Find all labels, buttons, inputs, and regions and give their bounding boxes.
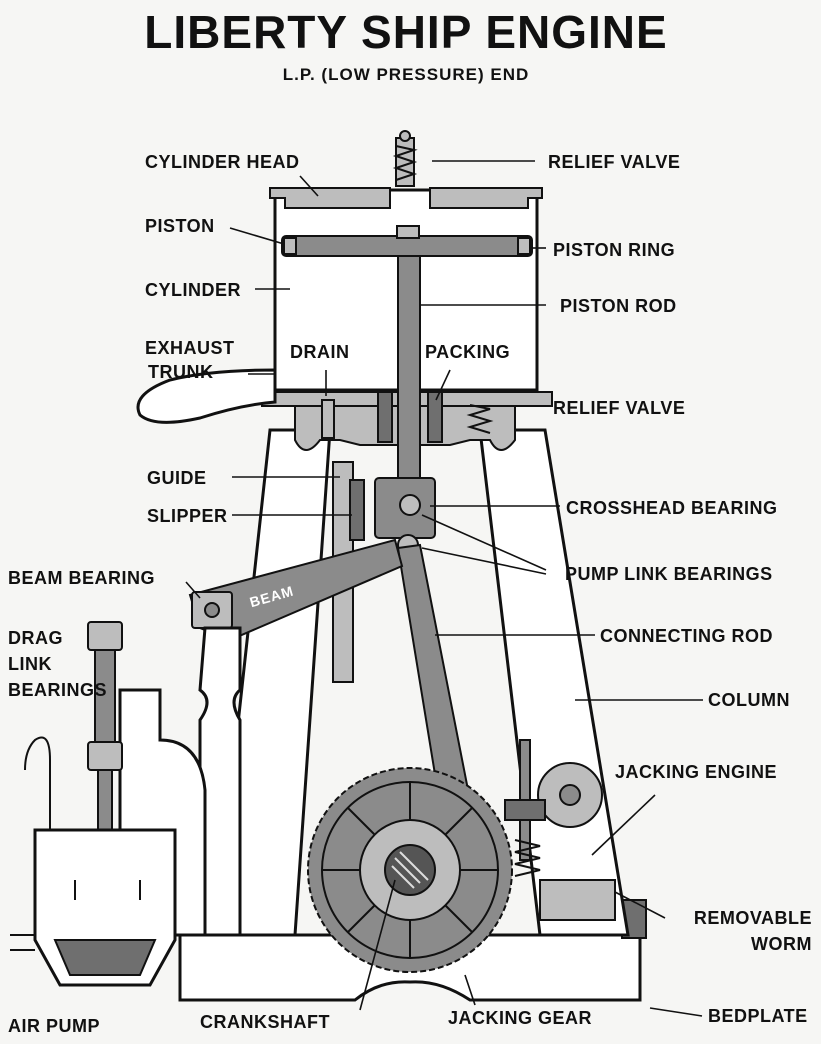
label-guide: GUIDE: [147, 468, 207, 488]
exhaust-trunk-shape: [136, 368, 277, 424]
label-jacking-engine: JACKING ENGINE: [615, 762, 777, 782]
diagram-title: LIBERTY SHIP ENGINE: [144, 6, 667, 58]
drag-link-upper-bearing: [87, 621, 123, 651]
label-relief-valve-top: RELIEF VALVE: [548, 152, 680, 172]
label-piston: PISTON: [145, 216, 215, 236]
removable-worm-coil: [514, 839, 541, 877]
leader-lines: [185, 160, 703, 1017]
label-cylinder-head: CYLINDER HEAD: [145, 152, 300, 172]
beam-support: [198, 626, 242, 937]
connecting-rod-shape: [396, 543, 472, 807]
drain-valve: [321, 399, 335, 439]
label-relief-valve-lower: RELIEF VALVE: [553, 398, 685, 418]
label-slipper: SLIPPER: [147, 506, 228, 526]
label-worm: WORM: [751, 934, 812, 954]
label-bedplate: BEDPLATE: [708, 1006, 808, 1026]
drag-link-lower-bearing: [87, 741, 123, 771]
label-bearings: BEARINGS: [8, 680, 107, 700]
air-pump-bucket: [53, 939, 157, 976]
relief-valve-top-spring: [392, 145, 418, 181]
crankshaft-circle: [384, 844, 436, 896]
label-crosshead-bearing: CROSSHEAD BEARING: [566, 498, 778, 518]
label-trunk: TRUNK: [148, 362, 214, 382]
label-connecting-rod: CONNECTING ROD: [600, 626, 773, 646]
label-crankshaft: CRANKSHAFT: [200, 1012, 330, 1032]
worm-gear: [504, 799, 546, 821]
label-link: LINK: [8, 654, 52, 674]
label-exhaust: EXHAUST: [145, 338, 235, 358]
label-jacking-gear: JACKING GEAR: [448, 1008, 592, 1028]
piston-rod-shape: [397, 255, 421, 485]
label-air-pump: AIR PUMP: [8, 1016, 100, 1036]
labels: CYLINDER HEAD RELIEF VALVE PISTON PISTON…: [8, 152, 812, 1036]
packing-gland-left: [377, 391, 393, 443]
packing-gland-right: [427, 391, 443, 443]
label-pump-link-bearings: PUMP LINK BEARINGS: [565, 564, 773, 584]
label-packing: PACKING: [425, 342, 510, 362]
jacking-engine-base: [539, 879, 616, 921]
air-pump-inlet-pipe: [24, 736, 51, 830]
label-removable: REMOVABLE: [694, 908, 812, 928]
diagram-subtitle: L.P. (LOW PRESSURE) END: [283, 65, 530, 84]
label-drain: DRAIN: [290, 342, 350, 362]
gear-spokes: [322, 782, 498, 958]
engine-illustration: [10, 130, 647, 1002]
slipper-block: [349, 479, 365, 541]
label-piston-ring: PISTON RING: [553, 240, 675, 260]
piston-ring-right: [517, 237, 531, 255]
label-beam-bearing: BEAM BEARING: [8, 568, 155, 588]
label-cylinder: CYLINDER: [145, 280, 241, 300]
piston-ring-left: [283, 237, 297, 255]
cylinder-head-shape: [269, 187, 391, 209]
label-piston-rod: PISTON ROD: [560, 296, 677, 316]
relief-valve-lower-spring: [466, 404, 494, 434]
label-drag: DRAG: [8, 628, 63, 648]
cylinder-head-right: [429, 187, 543, 209]
label-column: COLUMN: [708, 690, 790, 710]
